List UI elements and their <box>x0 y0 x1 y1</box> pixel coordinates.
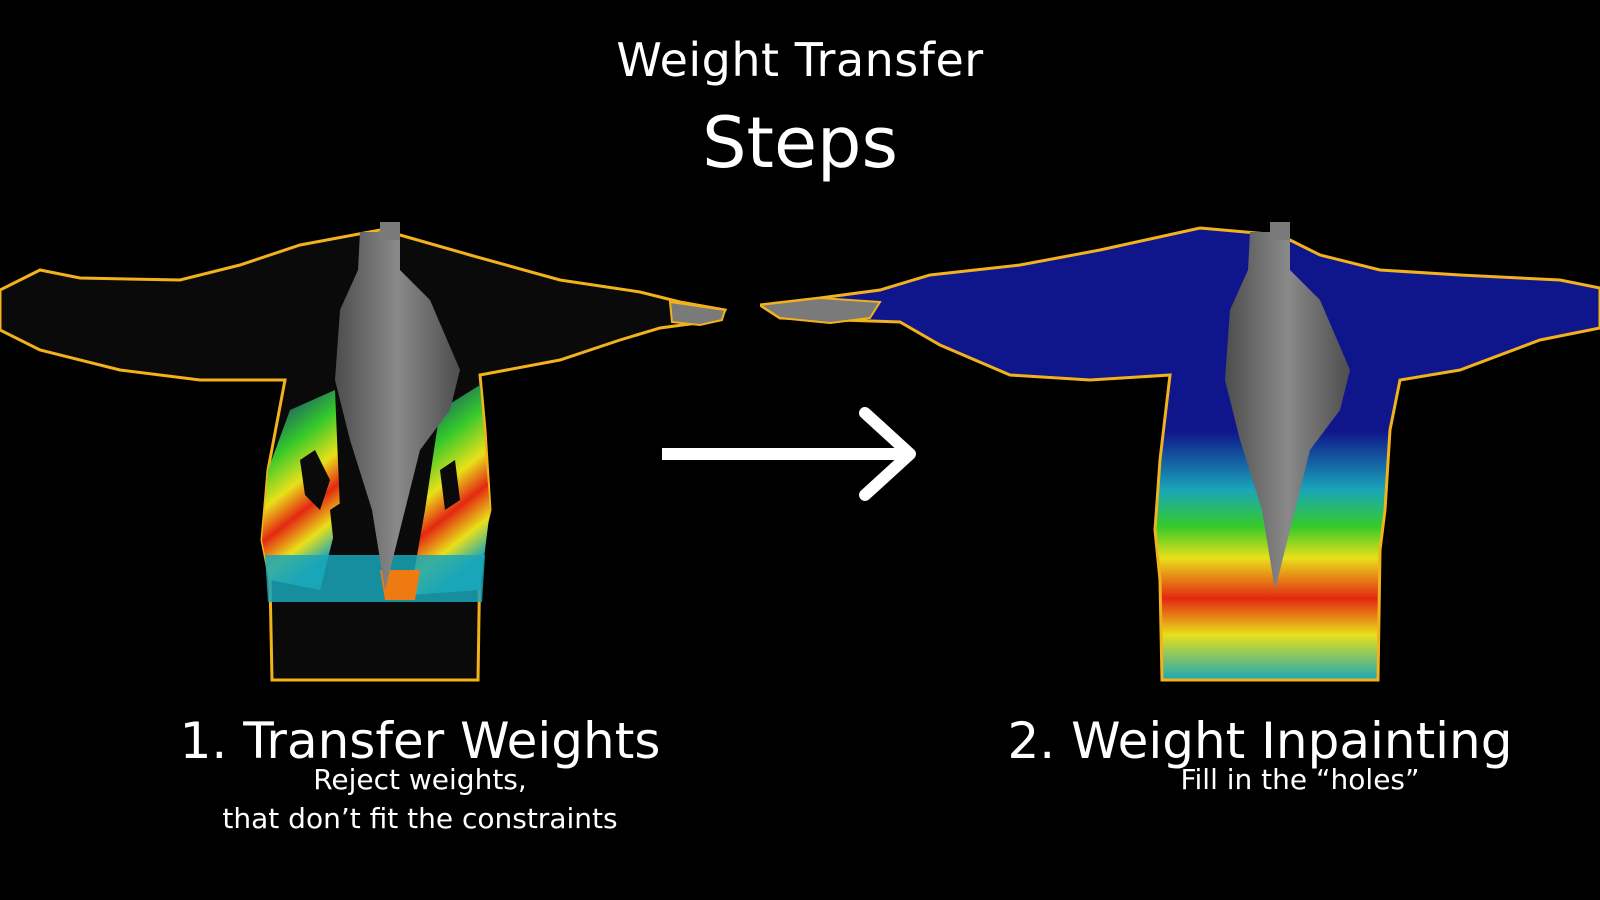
mannequin-hoodie-image <box>760 222 1600 682</box>
step-1-title: 1. Transfer Weights <box>179 712 661 770</box>
mannequin-hoodie-image <box>0 222 728 682</box>
slide-subtitle: Steps <box>702 102 898 184</box>
step-1-description: Reject weights, that don’t fit the const… <box>120 760 720 838</box>
step-1-description-line: that don’t fit the constraints <box>222 802 618 835</box>
step-2-title: 2. Weight Inpainting <box>1007 712 1513 770</box>
step-2-description-line: Fill in the “holes” <box>1180 763 1420 796</box>
arrow-right-icon <box>660 405 930 515</box>
step-2-description: Fill in the “holes” <box>1000 760 1600 799</box>
figure-transfer-weights <box>0 210 760 700</box>
figure-weight-inpainting <box>760 210 1600 700</box>
step-1-description-line: Reject weights, <box>313 763 527 796</box>
slide-title: Weight Transfer <box>616 33 984 87</box>
